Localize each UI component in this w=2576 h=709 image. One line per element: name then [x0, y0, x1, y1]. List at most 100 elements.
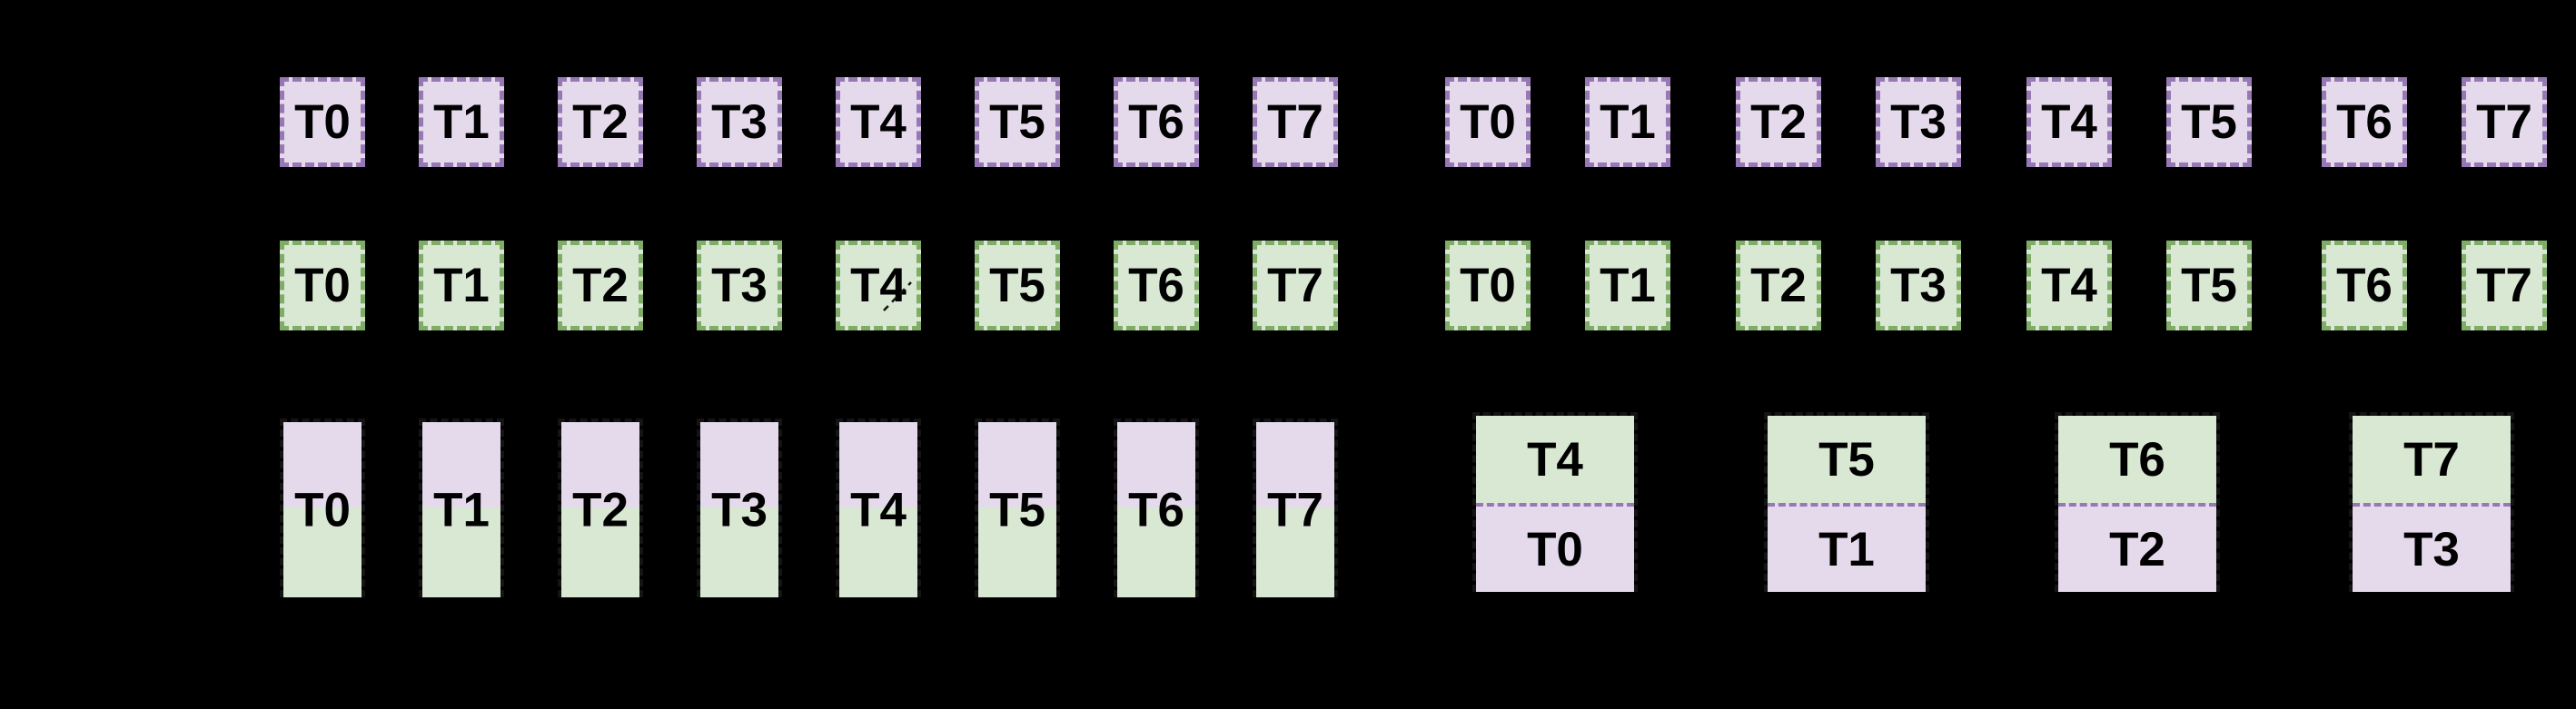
left-row3-splitbox-t3: T3 — [697, 419, 782, 597]
thread-label: T2 — [1750, 259, 1807, 312]
left-row2-box-t6: T6 — [1114, 241, 1199, 330]
stack-top-green-half: T7 — [2353, 416, 2511, 507]
left-row2-box-t2: T2 — [558, 241, 643, 330]
right-row1-box-t5: T5 — [2166, 77, 2252, 167]
thread-label: T7 — [1267, 259, 1323, 312]
right-row2-box-t7: T7 — [2462, 241, 2547, 330]
thread-label: T6 — [1128, 95, 1184, 149]
thread-label: T3 — [711, 95, 768, 149]
thread-label: T0 — [1460, 259, 1516, 312]
split-green-half — [978, 507, 1056, 597]
thread-label: T5 — [2181, 95, 2237, 149]
thread-label: T0 — [1527, 522, 1583, 576]
thread-label: T2 — [2109, 522, 2165, 576]
right-row1-box-t6: T6 — [2322, 77, 2407, 167]
left-row1-box-t0: T0 — [280, 77, 365, 167]
thread-label: T3 — [711, 259, 768, 312]
right-row2-box-t2: T2 — [1736, 241, 1821, 330]
right-row2-box-t4: T4 — [2026, 241, 2112, 330]
thread-label: T5 — [2181, 259, 2237, 312]
left-row2-box-t3: T3 — [697, 241, 782, 330]
thread-label: T3 — [2403, 522, 2460, 576]
thread-label: T1 — [433, 483, 490, 537]
thread-label: T1 — [433, 259, 490, 312]
right-row1-box-t2: T2 — [1736, 77, 1821, 167]
left-row2-box-t7: T7 — [1253, 241, 1338, 330]
left-row2-box-t1: T1 — [419, 241, 504, 330]
split-purple-half — [561, 422, 639, 511]
stack-bottom-purple-half: T2 — [2058, 503, 2216, 592]
right-row2-box-t3: T3 — [1876, 241, 1961, 330]
thread-label: T1 — [433, 95, 490, 149]
right-row2-box-t6: T6 — [2322, 241, 2407, 330]
left-row1-box-t3: T3 — [697, 77, 782, 167]
thread-label: T0 — [294, 483, 351, 537]
thread-label: T7 — [2476, 95, 2532, 149]
thread-label: T0 — [294, 95, 351, 149]
thread-label: T1 — [1600, 95, 1656, 149]
left-row3-splitbox-t6: T6 — [1114, 419, 1199, 597]
left-row3-splitbox-t4: T4 — [836, 419, 921, 597]
thread-label: T6 — [1128, 259, 1184, 312]
left-row1-box-t1: T1 — [419, 77, 504, 167]
thread-label: T4 — [1527, 433, 1583, 487]
split-green-half — [839, 507, 917, 597]
split-purple-half — [283, 422, 362, 511]
split-green-half — [561, 507, 639, 597]
split-purple-half — [1117, 422, 1195, 511]
thread-label: T5 — [1818, 433, 1875, 487]
split-green-half — [422, 507, 500, 597]
left-row2-box-t5: T5 — [975, 241, 1060, 330]
right-row1-box-t4: T4 — [2026, 77, 2112, 167]
left-row1-box-t7: T7 — [1253, 77, 1338, 167]
thread-label: T2 — [572, 259, 629, 312]
thread-label: T1 — [1600, 259, 1656, 312]
split-purple-half — [422, 422, 500, 511]
stack-top-green-half: T4 — [1476, 416, 1634, 507]
split-green-half — [1256, 507, 1334, 597]
thread-label: T6 — [2336, 259, 2393, 312]
thread-label: T4 — [850, 95, 907, 149]
left-row3-splitbox-t5: T5 — [975, 419, 1060, 597]
thread-label: T7 — [2403, 433, 2460, 487]
split-green-half — [700, 507, 778, 597]
thread-label: T7 — [2476, 259, 2532, 312]
left-row3-splitbox-t2: T2 — [558, 419, 643, 597]
thread-label: T6 — [1128, 483, 1184, 537]
left-row1-box-t6: T6 — [1114, 77, 1199, 167]
thread-label: T4 — [2041, 95, 2097, 149]
thread-label: T7 — [1267, 483, 1323, 537]
split-purple-half — [700, 422, 778, 511]
thread-label: T7 — [1267, 95, 1323, 149]
split-green-half — [283, 507, 362, 597]
thread-label: T6 — [2109, 433, 2165, 487]
thread-label: T3 — [1890, 95, 1947, 149]
right-row1-box-t7: T7 — [2462, 77, 2547, 167]
stack-top-green-half: T5 — [1768, 416, 1926, 507]
split-purple-half — [978, 422, 1056, 511]
stack-bottom-purple-half: T3 — [2353, 503, 2511, 592]
thread-label: T4 — [850, 483, 907, 537]
left-row3-splitbox-t1: T1 — [419, 419, 504, 597]
left-row1-box-t4: T4 — [836, 77, 921, 167]
thread-label: T3 — [1890, 259, 1947, 312]
thread-label: T3 — [711, 483, 768, 537]
split-green-half — [1117, 507, 1195, 597]
right-row1-box-t1: T1 — [1585, 77, 1670, 167]
thread-label: T5 — [989, 483, 1045, 537]
left-row3-splitbox-t0: T0 — [280, 419, 365, 597]
thread-label: T1 — [1818, 522, 1875, 576]
thread-label: T4 — [850, 259, 907, 312]
left-row2-box-t0: T0 — [280, 241, 365, 330]
left-row3-splitbox-t7: T7 — [1253, 419, 1338, 597]
stack-bottom-purple-half: T1 — [1768, 503, 1926, 592]
stack-bottom-purple-half: T0 — [1476, 503, 1634, 592]
stack-top-green-half: T6 — [2058, 416, 2216, 507]
thread-label: T2 — [1750, 95, 1807, 149]
thread-label: T5 — [989, 95, 1045, 149]
left-row2-box-t4: T4 — [836, 241, 921, 330]
right-row1-box-t3: T3 — [1876, 77, 1961, 167]
